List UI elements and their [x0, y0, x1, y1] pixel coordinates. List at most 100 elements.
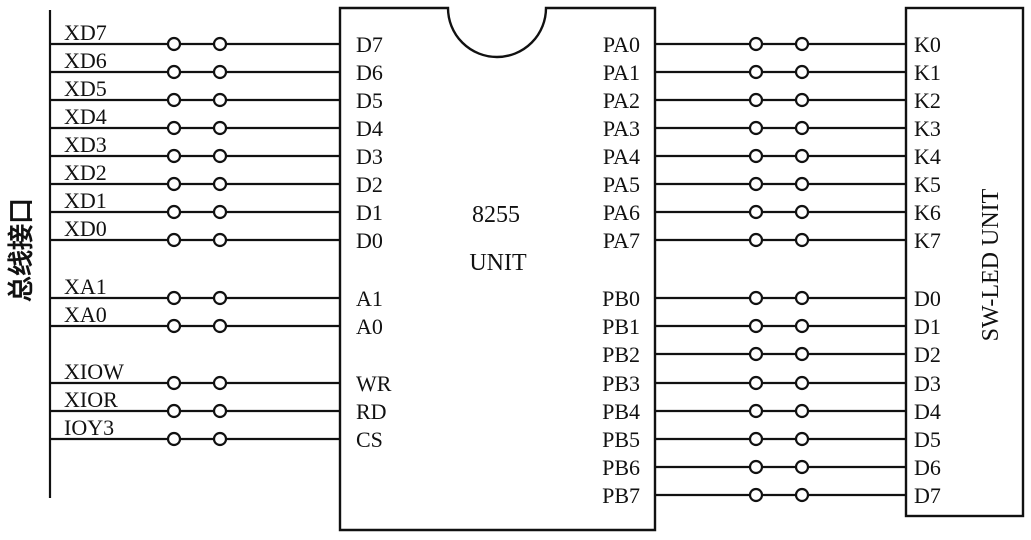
chip-port-label: PB7: [602, 483, 640, 508]
jumper-node[interactable]: [166, 64, 182, 80]
jumper-node[interactable]: [748, 204, 764, 220]
jumper-node[interactable]: [212, 375, 228, 391]
jumper-node[interactable]: [166, 148, 182, 164]
jumper-node[interactable]: [794, 232, 810, 248]
sw-led-pin-label: K5: [914, 172, 941, 197]
chip-pin-label: A0: [356, 314, 383, 339]
jumper-node[interactable]: [748, 64, 764, 80]
jumper-node[interactable]: [212, 403, 228, 419]
chip-pin-label: WR: [356, 371, 392, 396]
jumper-node[interactable]: [166, 318, 182, 334]
chip-port-label: PA2: [603, 88, 640, 113]
jumper-node[interactable]: [794, 120, 810, 136]
jumper-node[interactable]: [166, 36, 182, 52]
chip-port-label: PA5: [603, 172, 640, 197]
sw-led-pin-label: D0: [914, 286, 941, 311]
bus-signal-label: XD7: [64, 20, 107, 45]
chip-pin-label: D2: [356, 172, 383, 197]
jumper-node[interactable]: [166, 176, 182, 192]
jumper-node[interactable]: [748, 92, 764, 108]
jumper-node[interactable]: [794, 318, 810, 334]
jumper-node[interactable]: [748, 148, 764, 164]
chip-port-label: PB5: [602, 427, 640, 452]
jumper-node[interactable]: [748, 232, 764, 248]
jumper-node[interactable]: [794, 176, 810, 192]
bus-signal-label: XD0: [64, 216, 107, 241]
jumper-node[interactable]: [794, 375, 810, 391]
jumper-node[interactable]: [794, 204, 810, 220]
chip-port-label: PB4: [602, 399, 640, 424]
jumper-node[interactable]: [166, 375, 182, 391]
jumper-node[interactable]: [794, 346, 810, 362]
jumper-node[interactable]: [794, 290, 810, 306]
jumper-node[interactable]: [748, 318, 764, 334]
jumper-node[interactable]: [212, 120, 228, 136]
jumper-node[interactable]: [166, 290, 182, 306]
jumper-node[interactable]: [794, 64, 810, 80]
sw-led-pin-label: D5: [914, 427, 941, 452]
chip-subtitle: UNIT: [469, 250, 527, 276]
jumper-node[interactable]: [748, 375, 764, 391]
jumper-node[interactable]: [212, 204, 228, 220]
port-a-line-pa7: PA7 K7: [603, 228, 941, 253]
sw-led-pin-label: D4: [914, 399, 941, 424]
jumper-node[interactable]: [212, 318, 228, 334]
jumper-node[interactable]: [212, 176, 228, 192]
chip-pin-label: D7: [356, 32, 383, 57]
chip-port-label: PA7: [603, 228, 640, 253]
bus-signal-label: XA1: [64, 274, 107, 299]
chip-pin-label: D3: [356, 144, 383, 169]
jumper-node[interactable]: [748, 176, 764, 192]
jumper-node[interactable]: [794, 459, 810, 475]
jumper-node[interactable]: [748, 290, 764, 306]
jumper-node[interactable]: [748, 403, 764, 419]
jumper-node[interactable]: [166, 204, 182, 220]
chip-port-label: PA1: [603, 60, 640, 85]
jumper-node[interactable]: [794, 148, 810, 164]
bus-signal-label: XIOR: [64, 387, 118, 412]
jumper-node[interactable]: [212, 92, 228, 108]
bus-signal-label: XD4: [64, 104, 107, 129]
jumper-node[interactable]: [166, 431, 182, 447]
chip-pin-label: D4: [356, 116, 383, 141]
sw-led-unit-box: [904, 6, 1025, 518]
port-b-line-pb5: PB5 D5: [602, 427, 941, 452]
sw-led-pin-label: K3: [914, 116, 941, 141]
jumper-node[interactable]: [748, 36, 764, 52]
jumper-node[interactable]: [748, 346, 764, 362]
jumper-node[interactable]: [212, 36, 228, 52]
chip-port-label: PB0: [602, 286, 640, 311]
jumper-node[interactable]: [748, 487, 764, 503]
jumper-node[interactable]: [794, 431, 810, 447]
jumper-node[interactable]: [212, 290, 228, 306]
jumper-node[interactable]: [748, 120, 764, 136]
sw-led-pin-label: K2: [914, 88, 941, 113]
jumper-node[interactable]: [748, 459, 764, 475]
jumper-node[interactable]: [748, 431, 764, 447]
jumper-node[interactable]: [166, 232, 182, 248]
sw-led-pin-label: D6: [914, 455, 941, 480]
bus-line-xd4: XD4 D4: [50, 104, 383, 141]
sw-led-pin-label: K7: [914, 228, 941, 253]
bus-signal-label: XD1: [64, 188, 107, 213]
jumper-node[interactable]: [212, 64, 228, 80]
jumper-node[interactable]: [212, 431, 228, 447]
jumper-node[interactable]: [166, 403, 182, 419]
jumper-node[interactable]: [794, 403, 810, 419]
jumper-node[interactable]: [166, 92, 182, 108]
jumper-node[interactable]: [212, 232, 228, 248]
jumper-node[interactable]: [794, 36, 810, 52]
jumper-node[interactable]: [794, 92, 810, 108]
jumper-node[interactable]: [794, 487, 810, 503]
sw-led-pin-label: K1: [914, 60, 941, 85]
jumper-node[interactable]: [166, 120, 182, 136]
jumper-node[interactable]: [212, 148, 228, 164]
bus-signal-label: XD3: [64, 132, 107, 157]
